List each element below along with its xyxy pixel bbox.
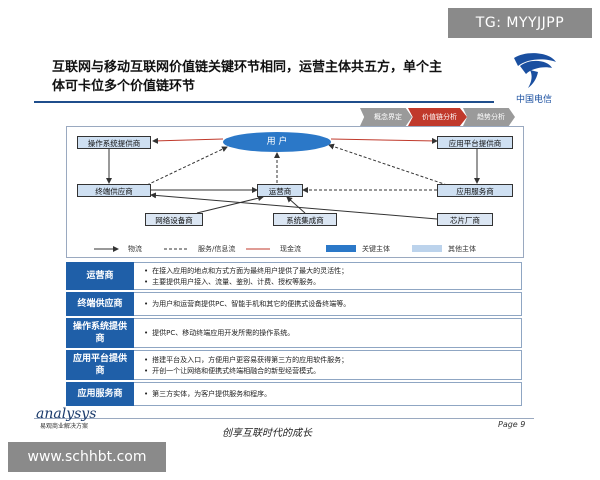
row-line: 第三方实体，为客户提供服务和程序。 <box>144 389 513 400</box>
legend-cash-line <box>246 248 270 250</box>
legend-service-info: 服务/信息流 <box>198 245 236 253</box>
node-network-equipment: 网络设备商 <box>145 213 203 226</box>
node-app-platform: 应用平台提供商 <box>437 136 513 149</box>
section-tabs: 概念界定 价值链分析 趋势分析 <box>360 108 515 126</box>
row-line: 在接入应用的地点和方式方面为最终用户提供了最大的灵活性； <box>144 266 513 277</box>
page-number: Page 9 <box>498 420 526 429</box>
china-telecom-logo: 中国电信 <box>500 48 568 108</box>
tab-concept[interactable]: 概念界定 <box>360 108 412 126</box>
legend-key-subject: 关键主体 <box>362 245 390 253</box>
legend-key-swatch <box>326 245 356 252</box>
title-divider <box>34 101 494 103</box>
row-operator: 运营商 在接入应用的地点和方式方面为最终用户提供了最大的灵活性； 主要提供用户接… <box>66 262 522 290</box>
tab-value-chain[interactable]: 价值链分析 <box>408 108 467 126</box>
legend-logistics: 物流 <box>128 245 142 253</box>
diagram-legend: 物流 服务/信息流 现金流 关键主体 其他主体 <box>66 242 522 256</box>
watermark-bottom: www.schhbt.com <box>8 442 166 472</box>
row-line: 为用户和运营商提供PC、智能手机和其它的便携式设备终端等。 <box>144 299 513 310</box>
row-label: 操作系统提供商 <box>66 318 134 348</box>
legend-service-line <box>164 248 188 250</box>
row-line: 提供PC、移动终端应用开发所需的操作系统。 <box>144 328 513 339</box>
row-line: 主要提供用户接入、流量、鉴别、计费、授权等服务。 <box>144 277 513 288</box>
row-line: 开创一个让网络和便携式终端相融合的新型经营模式。 <box>144 366 513 377</box>
row-label: 应用服务商 <box>66 382 134 406</box>
node-user: 用 户 <box>223 132 331 152</box>
tab-trend[interactable]: 趋势分析 <box>463 108 515 126</box>
row-body: 在接入应用的地点和方式方面为最终用户提供了最大的灵活性； 主要提供用户接入、流量… <box>134 262 522 290</box>
value-chain-diagram: 用 户 操作系统提供商 应用平台提供商 终端供应商 运营商 应用服务商 网络设备… <box>66 126 524 258</box>
row-os-provider: 操作系统提供商 提供PC、移动终端应用开发所需的操作系统。 <box>66 318 522 348</box>
legend-cash: 现金流 <box>280 245 301 253</box>
node-system-integrator: 系统集成商 <box>273 213 337 226</box>
analysys-logo: analysys 易观商业解决方案 <box>34 404 124 430</box>
watermark-top: TG: MYYJJPP <box>448 8 592 38</box>
row-body: 为用户和运营商提供PC、智能手机和其它的便携式设备终端等。 <box>134 292 522 316</box>
page-title: 互联网与移动互联网价值链关键环节相同，运营主体共五方，单个主体可卡位多个价值链环… <box>52 60 443 94</box>
node-operator: 运营商 <box>257 184 303 197</box>
row-body: 搭建平台及入口，方便用户更容易获得第三方的应用软件服务； 开创一个让网络和便携式… <box>134 350 522 380</box>
node-app-service: 应用服务商 <box>437 184 513 197</box>
row-label: 应用平台提供商 <box>66 350 134 380</box>
legend-logistics-line <box>94 246 119 252</box>
row-label: 运营商 <box>66 262 134 290</box>
svg-text:易观商业解决方案: 易观商业解决方案 <box>40 422 88 430</box>
row-app-service: 应用服务商 第三方实体，为客户提供服务和程序。 <box>66 382 522 406</box>
footer-slogan: 创享互联时代的成长 <box>222 428 312 439</box>
legend-other-subject: 其他主体 <box>448 245 476 253</box>
svg-text:中国电信: 中国电信 <box>516 93 552 105</box>
diagram-arrows <box>106 137 480 220</box>
row-label: 终端供应商 <box>66 292 134 316</box>
node-chip: 芯片厂商 <box>437 213 493 226</box>
row-terminal: 终端供应商 为用户和运营商提供PC、智能手机和其它的便携式设备终端等。 <box>66 292 522 316</box>
node-os-provider: 操作系统提供商 <box>77 136 151 149</box>
row-app-platform: 应用平台提供商 搭建平台及入口，方便用户更容易获得第三方的应用软件服务； 开创一… <box>66 350 522 380</box>
row-body: 提供PC、移动终端应用开发所需的操作系统。 <box>134 318 522 348</box>
footer-divider <box>34 418 534 419</box>
legend-other-swatch <box>412 245 442 252</box>
row-body: 第三方实体，为客户提供服务和程序。 <box>134 382 522 406</box>
node-terminal: 终端供应商 <box>77 184 151 197</box>
svg-text:analysys: analysys <box>36 406 96 422</box>
row-line: 搭建平台及入口，方便用户更容易获得第三方的应用软件服务； <box>144 355 513 366</box>
